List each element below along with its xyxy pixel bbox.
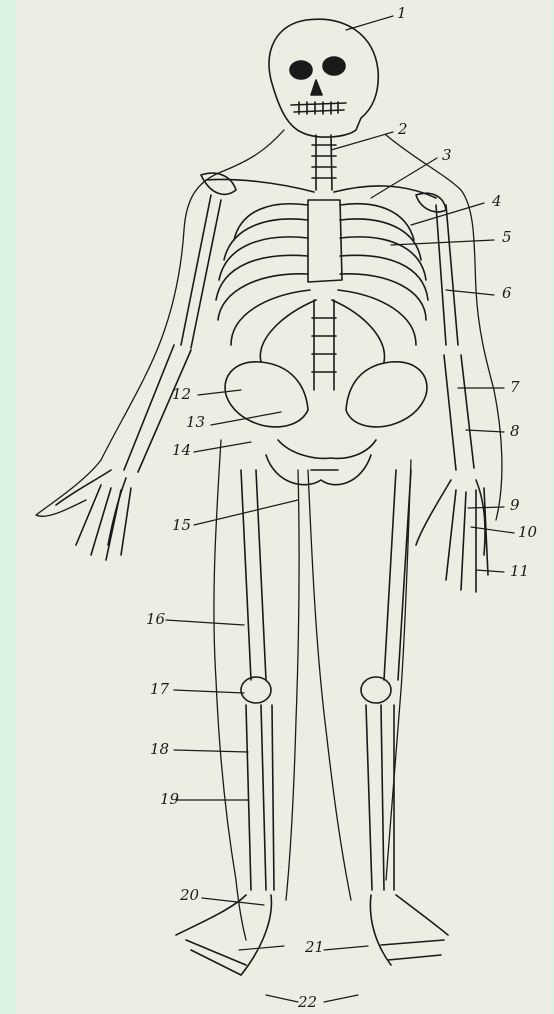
label-18: 18 (150, 742, 169, 757)
label-17: 17 (150, 682, 169, 697)
pelvis (225, 362, 427, 485)
label-21: 21 (305, 940, 324, 955)
label-14: 14 (172, 443, 191, 458)
right-arm-bones (56, 195, 221, 560)
label-13: 13 (186, 415, 205, 430)
label-20: 20 (180, 888, 199, 903)
label-9: 9 (510, 498, 520, 513)
label-8: 8 (510, 424, 520, 439)
label-4: 4 (492, 194, 502, 209)
label-7: 7 (510, 380, 520, 395)
ribcage (216, 200, 428, 362)
shoulder-girdle (201, 173, 446, 212)
label-15: 15 (172, 518, 191, 533)
cervical-spine (312, 135, 336, 190)
label-12: 12 (172, 387, 191, 402)
lumbar-spine (312, 300, 336, 390)
left-leg-bones (361, 470, 448, 965)
label-2: 2 (398, 122, 408, 137)
label-1: 1 (397, 6, 407, 21)
skeleton-illustration (16, 0, 552, 1014)
label-10: 10 (518, 525, 537, 540)
leader-lines (166, 16, 514, 1002)
label-16: 16 (146, 612, 165, 627)
label-3: 3 (442, 148, 452, 163)
label-11: 11 (510, 564, 529, 579)
label-19: 19 (160, 792, 179, 807)
body-outline (36, 130, 502, 940)
skull (269, 19, 378, 137)
label-6: 6 (502, 286, 512, 301)
label-22: 22 (298, 995, 317, 1010)
label-5: 5 (502, 230, 512, 245)
left-arm-bones (416, 205, 488, 592)
